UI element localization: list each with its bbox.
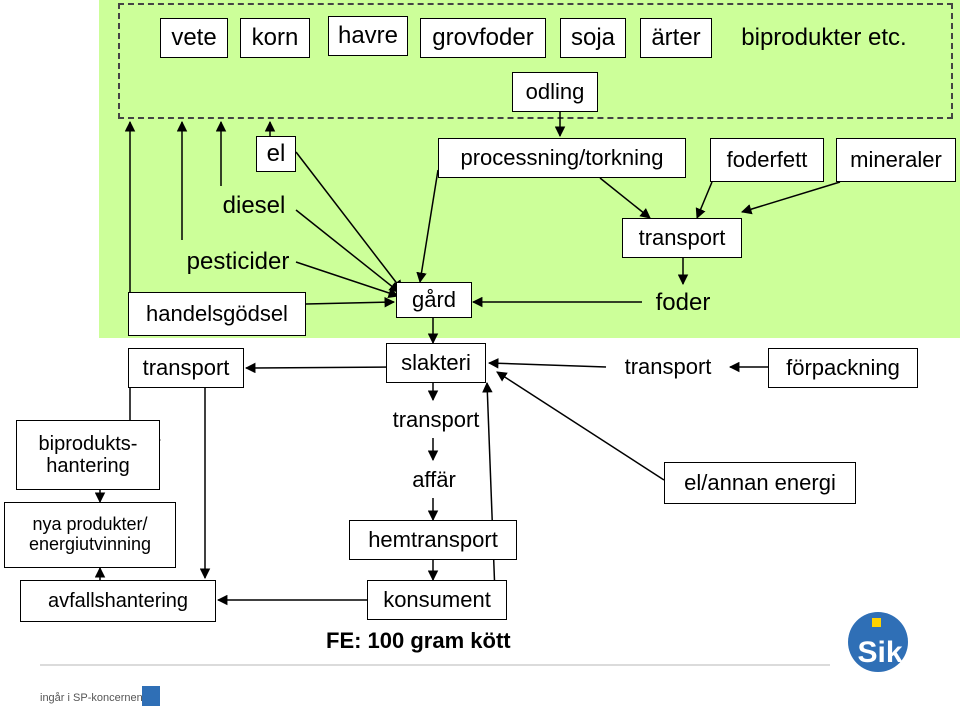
crop-grovfoder: grovfoder xyxy=(420,18,546,58)
hemtransport-box: hemtransport xyxy=(349,520,517,560)
crop-biprodukter: biprodukter etc. xyxy=(741,23,907,51)
footer-badge: ingår i SP-koncernen xyxy=(40,686,160,706)
slakteri-box: slakteri xyxy=(386,343,486,383)
el-box: el xyxy=(256,136,296,172)
arrow-pesticider-gard xyxy=(295,261,399,298)
arrow-foderfett-transport xyxy=(695,181,713,219)
handelsgodsel-box: handelsgödsel xyxy=(128,292,306,336)
arrow-energi-slakteri xyxy=(496,371,665,481)
nya-produkter-box: nya produkter/ energiutvinning xyxy=(4,502,176,568)
transport-center-label: transport xyxy=(392,406,480,432)
crop-korn: korn xyxy=(240,18,310,58)
odling-box: odling xyxy=(512,72,598,112)
mineraler-box: mineraler xyxy=(836,138,956,182)
avfallshantering-box: avfallshantering xyxy=(20,580,216,622)
crop-arter: ärter xyxy=(640,18,712,58)
biprodukts-line1: biprodukts- xyxy=(38,433,138,455)
foderfett-box: foderfett xyxy=(710,138,824,182)
processning-box: processning/torkning xyxy=(438,138,686,178)
sik-logo-text: Sik xyxy=(857,636,902,669)
footer-text: ingår i SP-koncernen xyxy=(40,692,143,704)
foder-label: foder xyxy=(655,288,711,316)
crop-vete: vete xyxy=(160,18,228,58)
transport-feed-box: transport xyxy=(622,218,742,258)
diesel-label: diesel xyxy=(222,191,286,219)
nya-produkter-line2: energiutvinning xyxy=(28,534,152,554)
affar-label: affär xyxy=(412,466,456,492)
arrow-diesel-gard xyxy=(295,209,400,293)
pesticider-label: pesticider xyxy=(186,247,290,275)
forpackning-box: förpackning xyxy=(768,348,918,388)
nya-produkter-line1: nya produkter/ xyxy=(32,514,148,535)
arrow-slakteri-transport-left xyxy=(244,362,395,374)
functional-unit-label: FE: 100 gram kött xyxy=(326,628,511,653)
arrow-transport-slakteri xyxy=(487,358,607,369)
el-annan-energi-box: el/annan energi xyxy=(664,462,856,504)
biprodukts-line2: hantering xyxy=(46,455,130,477)
arrow-processning-gard xyxy=(416,169,439,284)
konsument-box: konsument xyxy=(367,580,507,620)
transport-left-box: transport xyxy=(128,348,244,388)
arrow-el-gard xyxy=(295,151,403,291)
arrow-mineraler-transport xyxy=(740,181,841,215)
crop-havre: havre xyxy=(328,16,408,56)
arrow-handelsgodsel-gard xyxy=(305,296,396,308)
biprodukts-box: biprodukts- hantering xyxy=(16,420,160,490)
arrow-processning-transport xyxy=(599,177,651,219)
transport-right-label: transport xyxy=(624,353,712,379)
sik-logo: Sik xyxy=(848,612,908,672)
crop-group-boundary xyxy=(118,3,953,119)
crop-soja: soja xyxy=(560,18,626,58)
gard-box: gård xyxy=(396,282,472,318)
